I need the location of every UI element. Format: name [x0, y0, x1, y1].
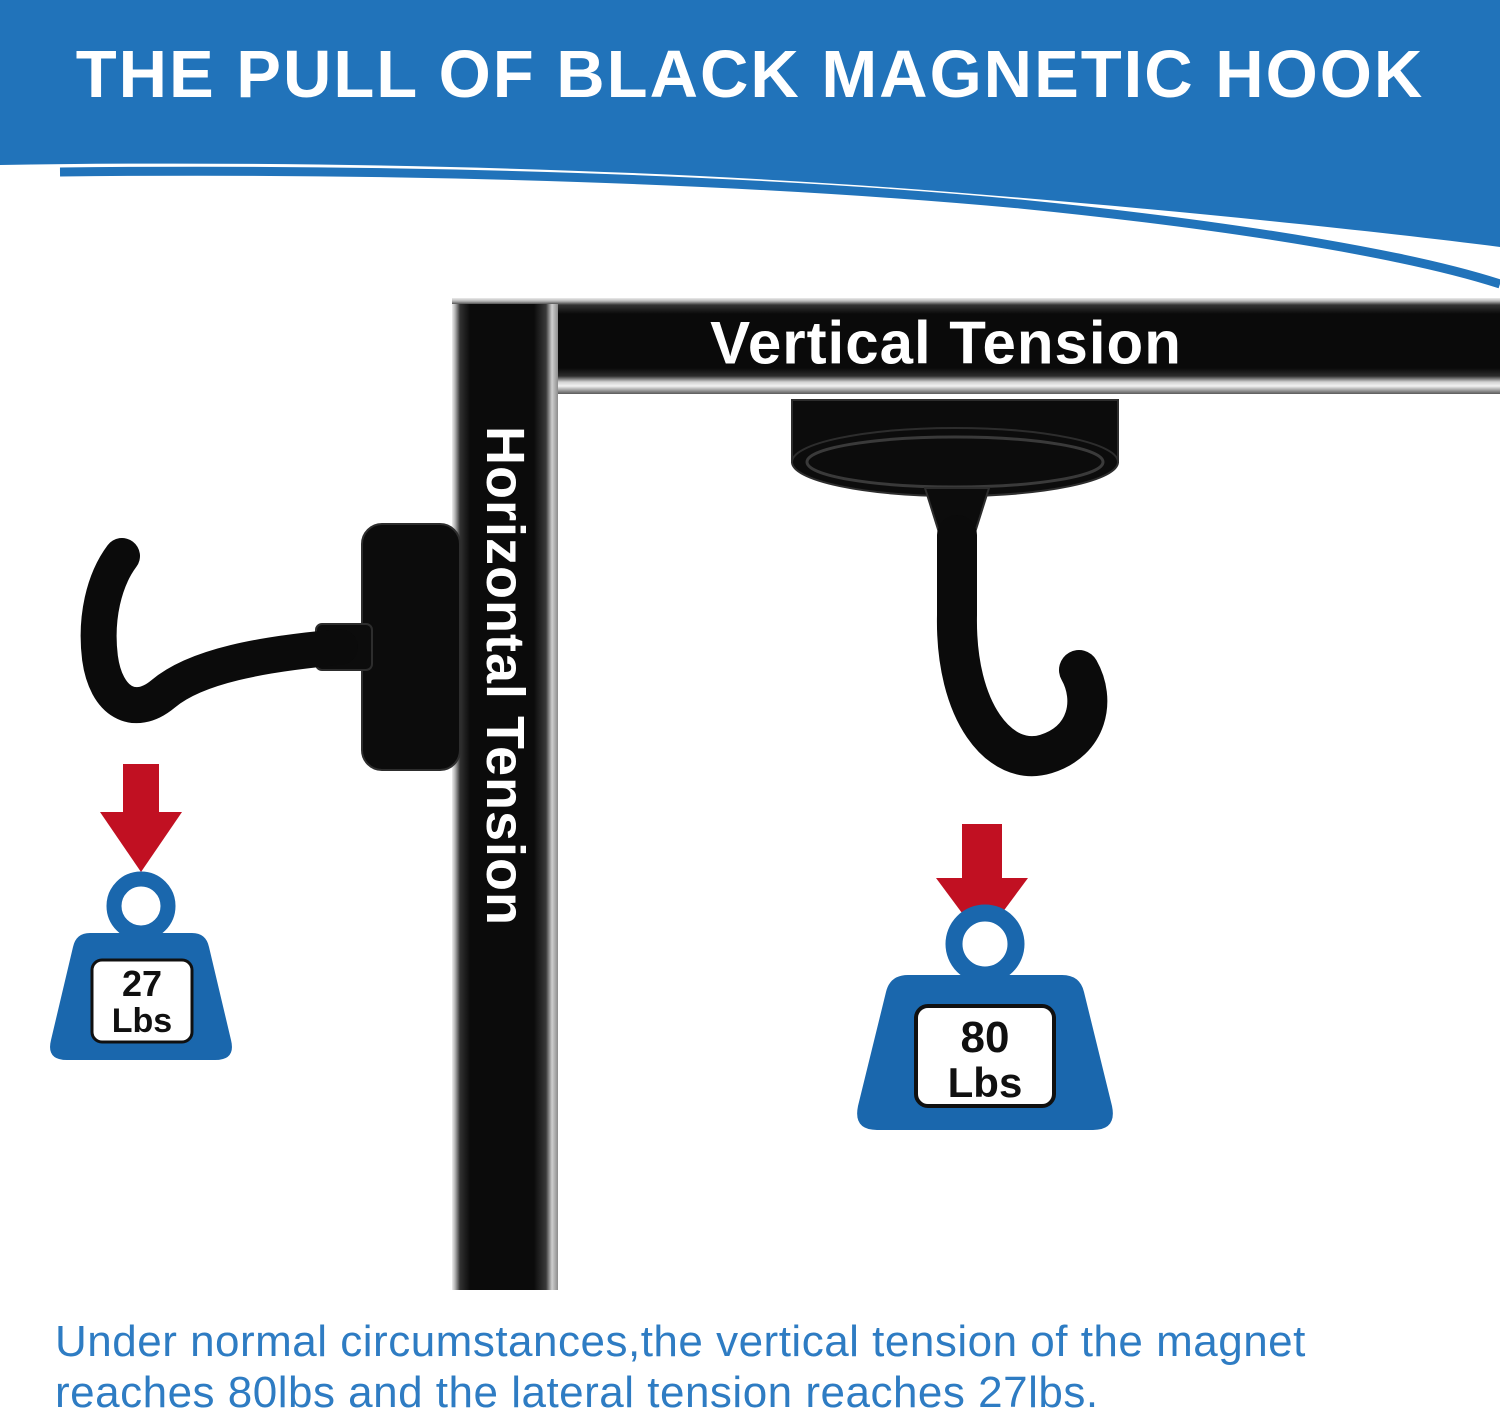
page-title: THE PULL OF BLACK MAGNETIC HOOK: [75, 37, 1425, 112]
weight-label-box: [90, 958, 194, 1044]
weight-value: 80: [961, 1013, 1010, 1062]
side-bar: Horizontal Tension: [452, 304, 558, 1290]
banner-wave-shape: [0, 0, 1500, 247]
hook-icon: [80, 538, 358, 723]
vertical-hook-assembly: 80 Lbs: [791, 399, 1119, 1130]
horizontal-hook-assembly: 27 Lbs: [50, 523, 461, 1060]
weight-unit: Lbs: [948, 1059, 1023, 1106]
weight-27lbs: 27 Lbs: [50, 871, 232, 1060]
vertical-tension-label: Vertical Tension: [710, 309, 1182, 377]
hook-icon: [936, 515, 1108, 776]
horizontal-tension-label: Horizontal Tension: [475, 426, 535, 926]
weight-ring: [945, 904, 1025, 984]
footer-line: reaches 80lbs and the lateral tension re…: [55, 1368, 1099, 1418]
weight-value: 27: [122, 963, 162, 1004]
banner-wave-underline: [59, 166, 1500, 289]
weight-ring: [106, 871, 176, 941]
footer-caption: Under normal circumstances,the vertical …: [55, 1316, 1465, 1419]
footer-line: Under normal circumstances,the vertical …: [55, 1317, 1306, 1366]
down-arrow-icon: [100, 764, 182, 872]
weight-80lbs: 80 Lbs: [857, 904, 1113, 1130]
weight-label-box: [914, 1004, 1056, 1108]
weight-unit: Lbs: [112, 1002, 172, 1040]
top-bar: Vertical Tension: [452, 298, 1500, 394]
header-banner: [0, 0, 1500, 289]
